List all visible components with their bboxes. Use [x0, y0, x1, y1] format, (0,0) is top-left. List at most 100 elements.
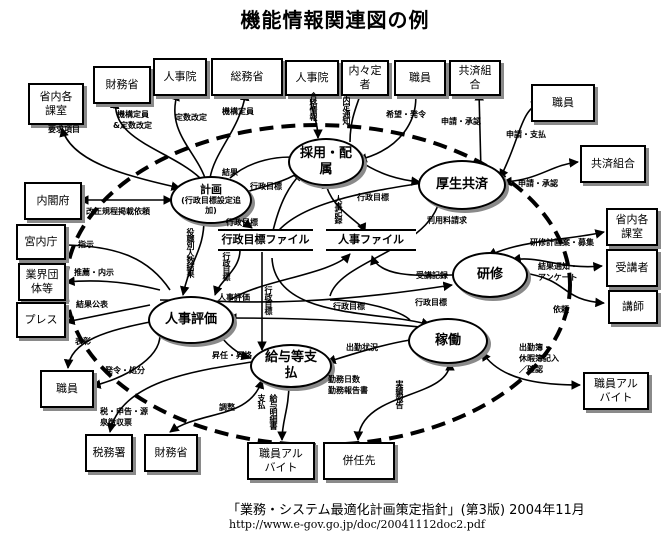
entity-jukosha[interactable]: 受講者 [606, 249, 658, 287]
process-label: 研修 [476, 267, 503, 282]
flow-label: 表彰 [75, 337, 91, 346]
flow-label: 昇任・昇格 [212, 351, 252, 360]
flow-label: ／確認 [519, 365, 543, 374]
flow-label: 受講記録 [416, 271, 448, 280]
flow-arrow [321, 179, 367, 233]
flow-arrow [179, 215, 205, 296]
flow-label: 出勤簿・ [519, 343, 551, 352]
flow-label: 申請・支払 [506, 130, 546, 139]
process-keikaku[interactable]: 計画 (行政目標設定追加) [170, 176, 252, 224]
flow-label: 申請・承認 [441, 117, 481, 126]
entity-kunaicho[interactable]: 宮内庁 [16, 224, 66, 260]
system-boundary [64, 123, 572, 447]
entity-kyosai-kumiai-right[interactable]: 共済組合 [580, 145, 646, 183]
entity-label: 共済組合 [458, 64, 492, 91]
flow-arrow [357, 87, 422, 163]
flow-label: 出勤状況 [346, 343, 378, 352]
flow-label: 勤務日数 [328, 375, 360, 384]
flow-label: アンケート [538, 273, 578, 282]
flow-label: 合格情報 [309, 92, 318, 120]
process-label: 稼働 [434, 333, 461, 348]
datastore-jinji[interactable]: 人事ファイル [326, 229, 416, 251]
entity-jinjiin-1[interactable]: 人事院 [153, 58, 207, 96]
flow-label: 給与明細書 [269, 394, 278, 429]
entity-jinjiin-2[interactable]: 人事院 [285, 60, 339, 96]
flow-arrow [523, 272, 605, 308]
entity-label: 省内各課室 [39, 90, 73, 117]
flow-arrow [65, 304, 151, 325]
entity-shokuin-arbeit-bottom[interactable]: 職員アルバイト [247, 442, 315, 480]
flow-label: 結果 [222, 168, 238, 177]
entity-shokuin-left[interactable]: 職員 [40, 370, 94, 408]
process-label: 給与等支払 [264, 350, 317, 381]
flow-label: 結果公表 [76, 300, 108, 309]
flow-arrow [91, 334, 161, 389]
flow-label: 行政目標 [264, 286, 273, 314]
entity-gyokai-dantai[interactable]: 業界団体等 [18, 263, 66, 301]
entity-shonai-kakukashitsu-right[interactable]: 省内各課室 [606, 208, 658, 246]
entity-somusho[interactable]: 総務省 [211, 58, 283, 96]
process-label: 計画 [200, 183, 222, 196]
flow-arrow [227, 313, 431, 329]
flow-label: 研修計画案・募集 [530, 238, 594, 247]
flow-arrow [59, 244, 171, 291]
flow-label: 依頼 [553, 305, 569, 314]
flow-arrow [169, 379, 265, 433]
flow-label: 休暇簿記入 [519, 354, 559, 363]
flow-arrow [487, 229, 605, 257]
flow-arrow [229, 253, 351, 301]
flow-arrow [370, 255, 453, 277]
flow-label: 勤務報告書 [328, 386, 368, 395]
entity-koshi[interactable]: 講師 [608, 290, 658, 324]
flow-label: 泉徴収票 [100, 418, 132, 427]
source-citation: 「業務・システム最適化計画策定指針」(第3版) 2004年11月 [227, 503, 585, 518]
flow-label: 発令・処分 [105, 366, 145, 375]
flow-arrow [353, 361, 455, 441]
flow-label: 改正規程掲載依頼 [86, 207, 150, 216]
flow-label: 推薦・内示 [74, 268, 114, 277]
entity-kyosai-kumiai-top[interactable]: 共済組合 [449, 60, 501, 96]
flow-arrow [511, 253, 603, 272]
entity-label: 職員アルバイト [594, 377, 638, 404]
flow-label: 行政目標 [333, 302, 365, 311]
entity-label: 省内各課室 [615, 213, 649, 240]
entity-zeimusho[interactable]: 税務署 [85, 434, 133, 472]
entity-label: 職員アルバイト [259, 447, 303, 474]
flow-arrow [357, 159, 421, 186]
datastore-gyosei-mokuhyo[interactable]: 行政目標ファイル [218, 229, 313, 251]
process-kyuyo-shiharai[interactable]: 給与等支払 [250, 344, 332, 388]
flow-arrow [349, 87, 366, 143]
flow-label: 利用料請求 [427, 216, 467, 225]
entity-shonai-kakukashitsu-top[interactable]: 省内各課室 [28, 83, 84, 125]
entity-naitei-sha[interactable]: 内々定者 [341, 60, 389, 96]
process-saiyou-haizoku[interactable]: 採用・配属 [288, 138, 364, 186]
flow-label: 機構定員 [222, 107, 254, 116]
flow-label: 調整 [219, 403, 235, 412]
process-kenshu[interactable]: 研修 [452, 252, 528, 298]
flow-label: 内定通知 [342, 96, 351, 124]
flow-arrow [329, 197, 441, 297]
flow-arrow [213, 249, 241, 296]
entity-press[interactable]: プレス [16, 302, 66, 338]
process-jinji-hyoka[interactable]: 人事評価 [148, 296, 234, 344]
entity-zaimusho-bottom[interactable]: 財務省 [144, 434, 198, 472]
flow-label: 役職別人数結果 [186, 228, 195, 277]
process-kousei-kyosai[interactable]: 厚生共済 [418, 160, 506, 210]
process-label: 人事評価 [164, 312, 217, 327]
entity-heninsaki[interactable]: 併任先 [323, 442, 395, 480]
entity-shokuin-right[interactable]: 職員 [531, 84, 595, 122]
entity-shokuin-top[interactable]: 職員 [394, 60, 446, 96]
flow-label: 指示 [78, 240, 94, 249]
flow-label: 申請・承認 [518, 179, 558, 188]
entity-shokuin-arbeit-right[interactable]: 職員アルバイト [583, 372, 649, 410]
flow-label: 機構定員 [117, 110, 149, 119]
source-url[interactable]: http://www.e-gov.go.jp/doc/20041112doc2.… [229, 518, 485, 531]
flow-arrow [59, 127, 181, 191]
flow-arrow [63, 321, 151, 369]
entity-naikakufu[interactable]: 内閣府 [24, 182, 82, 220]
flow-label: 行政目標 [250, 182, 282, 191]
entity-zaimusho-top[interactable]: 財務省 [93, 66, 151, 104]
flow-arrow [106, 361, 253, 433]
process-kadou[interactable]: 稼働 [408, 318, 488, 364]
